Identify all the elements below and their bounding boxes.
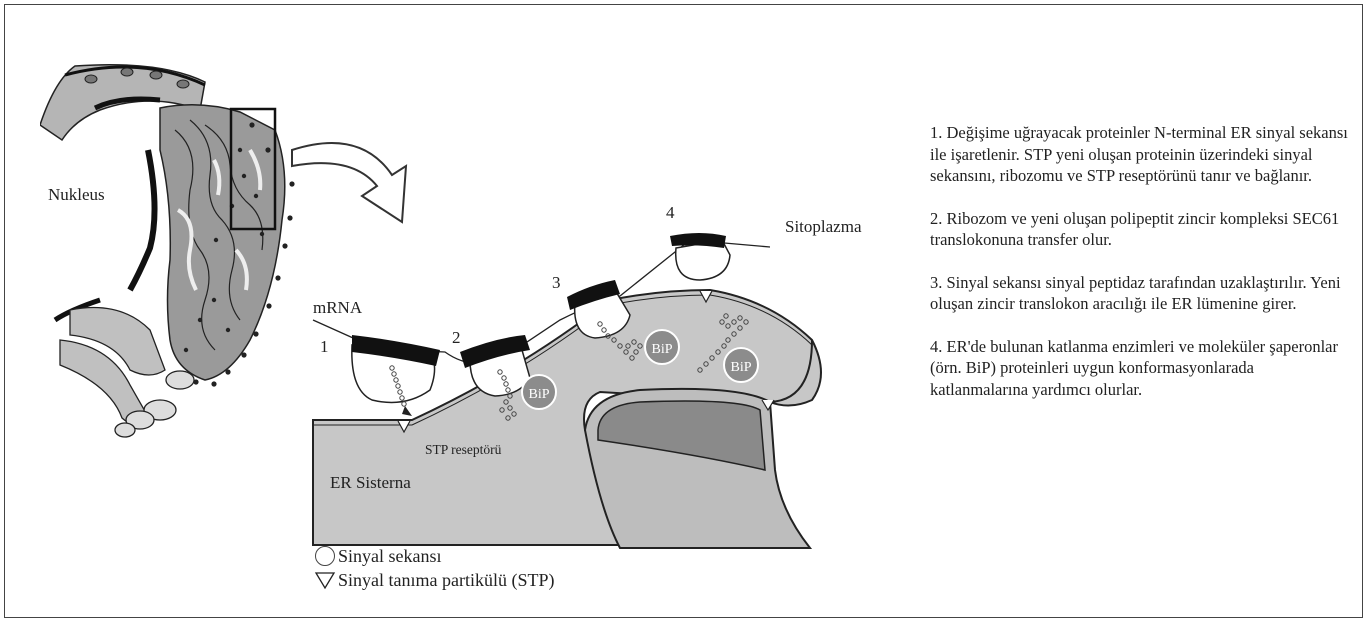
step-2-label: 2: [452, 328, 461, 347]
step-3-label: 3: [552, 273, 561, 292]
legend: Sinyal sekansı Sinyal tanıma partikülü (…: [314, 544, 554, 592]
step-1-label: 1: [320, 337, 329, 356]
zoom-arrow: [292, 143, 406, 222]
cell-overview: [40, 65, 295, 437]
ribosome-4: [670, 233, 730, 280]
ribosome-1: [352, 335, 440, 416]
bip-label-2: BiP: [651, 342, 672, 357]
triangle-icon: [314, 569, 336, 591]
step-description-4: 4. ER'de bulunan katlanma enzimleri ve m…: [930, 336, 1350, 401]
step-4-label: 4: [666, 203, 675, 222]
legend-srp-label: Sinyal tanıma partikülü (STP): [338, 568, 554, 592]
legend-srp: Sinyal tanıma partikülü (STP): [314, 568, 554, 592]
bip-label-1: BiP: [528, 387, 549, 402]
er-cistern-label: ER Sisterna: [330, 473, 411, 492]
step-description-1: 1. Değişime uğrayacak proteinler N-termi…: [930, 122, 1350, 187]
cytoplasm-label: Sitoplazma: [785, 217, 862, 236]
mrna-label: mRNA: [313, 298, 363, 317]
bip-label-3: BiP: [730, 360, 751, 375]
legend-signal-sequence: Sinyal sekansı: [314, 544, 554, 568]
step-description-2: 2. Ribozom ve yeni oluşan polipeptit zin…: [930, 208, 1350, 251]
step-descriptions: 1. Değişime uğrayacak proteinler N-termi…: [930, 122, 1350, 421]
legend-signal-sequence-label: Sinyal sekansı: [338, 544, 442, 568]
er-cistern-section: [313, 290, 821, 548]
nucleus-label: Nukleus: [48, 185, 105, 204]
srp-receptor-label: STP reseptörü: [425, 442, 502, 457]
circle-icon: [314, 545, 336, 567]
step-description-3: 3. Sinyal sekansı sinyal peptidaz tarafı…: [930, 272, 1350, 315]
